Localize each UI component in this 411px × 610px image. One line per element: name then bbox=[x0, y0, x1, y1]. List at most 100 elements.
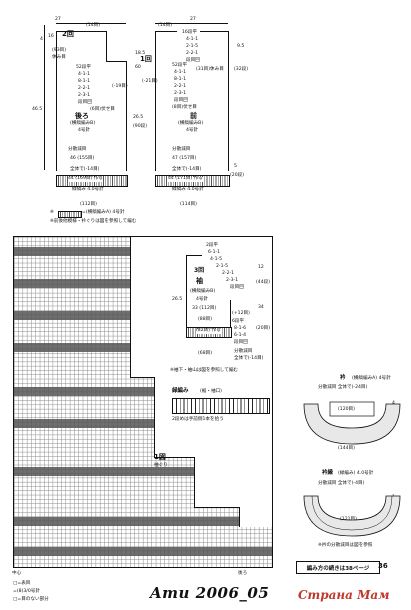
chart-legend-2: □=目のない部分 bbox=[13, 597, 49, 602]
back-neck-rows-1: (93目) bbox=[52, 48, 67, 53]
front-v-rule-1: 2-1-5 bbox=[186, 44, 199, 49]
front-diagram-no: 1回 bbox=[140, 55, 152, 63]
back-right-edge bbox=[126, 61, 127, 171]
collar-outer: (144目) bbox=[338, 446, 355, 451]
front-mid-90: (90段) bbox=[133, 124, 148, 129]
front-cast-bottom: 44 (171目) 作る bbox=[168, 176, 203, 182]
collar-subtitle: (横縞編みA) 4号針 bbox=[352, 376, 391, 381]
sleeve-cap-rule-3: 2-1-5 bbox=[216, 264, 229, 269]
sleeve-left-edge bbox=[186, 255, 187, 327]
collar-shape bbox=[303, 401, 401, 445]
front-v-note: (31目)休み目 bbox=[196, 67, 224, 72]
chart-edge bbox=[194, 507, 239, 508]
front-shoulder-top bbox=[155, 31, 177, 32]
back-diagram-no: 2回 bbox=[62, 30, 74, 38]
chart-band bbox=[14, 343, 130, 352]
chart-band bbox=[14, 247, 130, 256]
front-rule-5: 段目回 bbox=[174, 98, 188, 103]
sleeve-diagram-no: 3回 bbox=[194, 267, 205, 274]
collar-edge-inner: (121目) bbox=[340, 517, 357, 522]
front-right-20: (20段) bbox=[230, 173, 245, 178]
sleeve-right-34: 34 bbox=[258, 305, 264, 310]
front-bind-8: (8目)伏せ目 bbox=[172, 105, 197, 110]
front-hem-needle: 緑縞み 4.0号針 bbox=[172, 187, 204, 192]
back-length: 46.5 bbox=[32, 107, 43, 112]
collar-dec: 分散減目 全体で(-24目) bbox=[318, 385, 368, 390]
front-width-line bbox=[155, 23, 228, 24]
chart-band bbox=[14, 419, 154, 428]
back-neck-16: 16 bbox=[48, 34, 54, 39]
chart-edge bbox=[154, 377, 155, 457]
front-neck-top bbox=[200, 31, 228, 32]
back-rule-0: 52段平 bbox=[76, 65, 92, 70]
chart-blank-area-2 bbox=[154, 377, 272, 457]
chart-band bbox=[14, 311, 130, 320]
chart-legend-1: =(8)3/0号針 bbox=[13, 589, 40, 594]
chart-edge bbox=[130, 237, 131, 377]
collar-edge-shape bbox=[303, 495, 401, 537]
back-length-line bbox=[44, 25, 45, 170]
back-neck-edge bbox=[106, 31, 107, 61]
front-shoulder-width: 27 bbox=[190, 17, 196, 22]
back-left-4: 4 bbox=[40, 37, 43, 42]
sleeve-top-edge bbox=[186, 255, 202, 256]
ribbing-subtitle: (裾・袖口) bbox=[200, 389, 222, 394]
sleeve-inc-12: (+12目) bbox=[232, 311, 250, 316]
front-subtitle: (横縞編みB) bbox=[178, 121, 204, 126]
chart-band bbox=[14, 387, 154, 396]
back-rule-5: 段目回 bbox=[78, 100, 92, 105]
back-rule-3: 2-2-1 bbox=[78, 86, 91, 91]
front-dec-label: 分散減目 bbox=[172, 147, 191, 152]
collar-edge-dec: 分散減目 全体で(-4目) bbox=[318, 481, 365, 486]
front-left-edge bbox=[155, 61, 156, 171]
back-width-line bbox=[56, 23, 126, 24]
continue-note: 編み方の続きは38ページ bbox=[296, 561, 380, 574]
chart-legend-0: □=表目 bbox=[13, 581, 31, 586]
front-rule-3: 2-2-1 bbox=[174, 84, 187, 89]
collar-edge-title: 衿縁 bbox=[322, 470, 334, 476]
front-left-18: 18.5 bbox=[135, 51, 146, 56]
sleeve-left-265: 26.5 bbox=[172, 297, 183, 302]
front-mid-26: 26.5 bbox=[133, 115, 144, 120]
sleeve-inc-rule-3: 段目回 bbox=[234, 340, 248, 345]
front-needle: 4号針 bbox=[186, 128, 199, 133]
back-shoulder-width: 27 bbox=[55, 17, 61, 22]
back-cast-label: 46 (155目) bbox=[70, 156, 95, 161]
collar-title: 衿 bbox=[340, 375, 346, 381]
collar-edge-subtitle: (緑編み) 4.0号針 bbox=[338, 471, 374, 476]
sleeve-needle: 4号針 bbox=[196, 297, 209, 302]
sleeve-cap-rule-1: 6-1-1 bbox=[208, 250, 221, 255]
magazine-title: Amu 2006_05 bbox=[150, 584, 270, 602]
sleeve-title: 袖 bbox=[196, 277, 203, 285]
front-rule-0: 52段平 bbox=[172, 63, 188, 68]
chart-band bbox=[14, 279, 130, 288]
back-title: 後ろ bbox=[75, 112, 89, 120]
chart-center-label: 中心 bbox=[12, 571, 22, 576]
sleeve-right-20: (20目) bbox=[256, 326, 271, 331]
front-rows-21: (-21目) bbox=[142, 79, 158, 84]
chart-blank-area-3 bbox=[194, 457, 272, 507]
front-left-60: 60 bbox=[135, 65, 141, 70]
sleeve-bottom-label: 分散減目 bbox=[234, 349, 253, 354]
front-neck-cm: (14目) bbox=[158, 23, 173, 28]
chart-edge bbox=[130, 377, 154, 378]
sleeve-right-edge bbox=[230, 300, 231, 330]
back-hem-label: 全体で(-14目) bbox=[70, 167, 100, 172]
chart-edge bbox=[154, 457, 194, 458]
chart-subtitle: 袖ぐり bbox=[154, 463, 168, 468]
chart-blank-area-4 bbox=[239, 507, 272, 527]
chart-blank-area-1 bbox=[130, 237, 272, 377]
watermark: Страна Мам bbox=[298, 588, 390, 602]
sleeve-cast-label: (82目) 作る bbox=[196, 328, 221, 334]
sleeve-note: ※袖下・袖山は図を参照して編む bbox=[170, 368, 239, 373]
front-right-edge bbox=[228, 31, 229, 171]
sleeve-inc-rule-0: 6段平 bbox=[232, 319, 245, 324]
front-right-32: (32段) bbox=[234, 67, 249, 72]
front-bottom-width: (114目) bbox=[180, 202, 197, 207]
sleeve-right-44: (44段) bbox=[256, 280, 271, 285]
back-neck-cm: (14目) bbox=[86, 23, 101, 28]
back-neck-rows-2: 休み目 bbox=[52, 55, 66, 60]
ribbing-swatch bbox=[172, 398, 270, 414]
sleeve-right-12: 12 bbox=[258, 265, 264, 270]
front-v-rule-0: 4-1-1 bbox=[186, 37, 199, 42]
